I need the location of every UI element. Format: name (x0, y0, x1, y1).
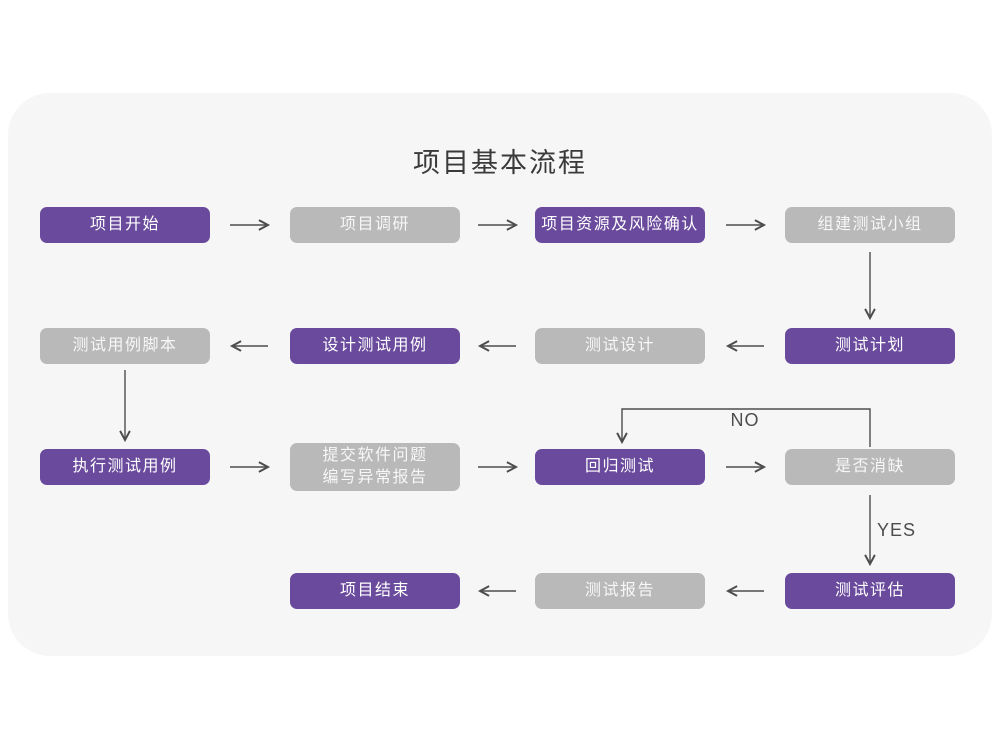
node-test-report: 测试报告 (535, 573, 705, 609)
node-submit-issue-report: 提交软件问题 编写异常报告 (290, 443, 460, 491)
node-project-start: 项目开始 (40, 207, 210, 243)
edge-label-yes: YES (877, 520, 917, 540)
node-test-design: 测试设计 (535, 328, 705, 364)
flowchart-card (8, 93, 992, 656)
node-test-plan: 测试计划 (785, 328, 955, 364)
page-title: 项目基本流程 (413, 148, 587, 178)
node-test-evaluation: 测试评估 (785, 573, 955, 609)
node-project-research: 项目调研 (290, 207, 460, 243)
node-execute-test-cases: 执行测试用例 (40, 449, 210, 485)
node-regression-test: 回归测试 (535, 449, 705, 485)
node-defect-cleared: 是否消缺 (785, 449, 955, 485)
node-design-test-cases: 设计测试用例 (290, 328, 460, 364)
node-test-case-script: 测试用例脚本 (40, 328, 210, 364)
node-project-end: 项目结束 (290, 573, 460, 609)
edge-label-no: NO (730, 410, 760, 430)
node-build-test-team: 组建测试小组 (785, 207, 955, 243)
node-project-resources-risk: 项目资源及风险确认 (535, 207, 705, 243)
